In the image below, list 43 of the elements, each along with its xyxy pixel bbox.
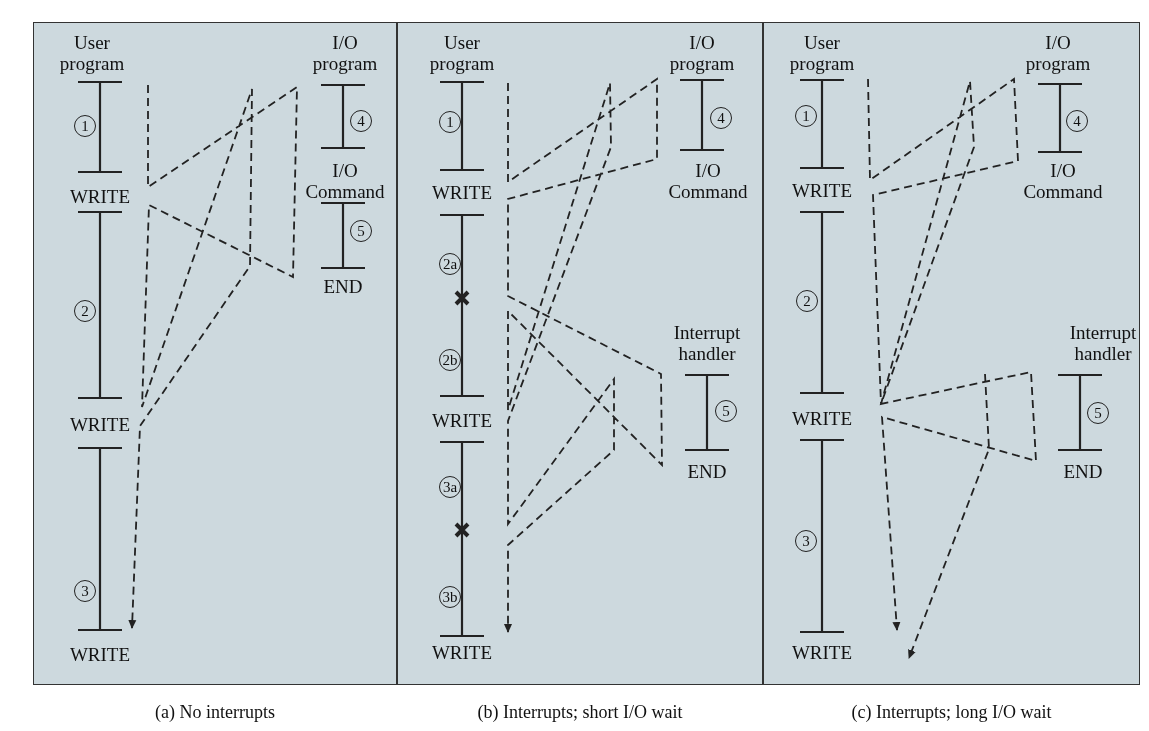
timeline-label: WRITE xyxy=(431,642,493,663)
timeline-label: WRITE xyxy=(791,642,853,663)
step-number-circle: 5 xyxy=(715,400,737,422)
step-number-circle: 3 xyxy=(74,580,96,602)
timeline-label: WRITE xyxy=(431,182,493,203)
step-number-circle: 1 xyxy=(74,115,96,137)
step-number-circle: 2 xyxy=(796,290,818,312)
timeline-label: User program xyxy=(58,32,126,74)
timeline-label: WRITE xyxy=(791,408,853,429)
step-number-circle: 4 xyxy=(710,107,732,129)
step-number-circle: 4 xyxy=(350,110,372,132)
step-number-circle: 5 xyxy=(1087,402,1109,424)
timeline-label: WRITE xyxy=(69,186,131,207)
timeline-label: I/O Command xyxy=(1022,160,1104,202)
timeline-label: I/O Command xyxy=(304,160,386,202)
step-number-circle: 1 xyxy=(795,105,817,127)
step-number-circle: 2b xyxy=(439,349,461,371)
panel-caption: (c) Interrupts; long I/O wait xyxy=(850,702,1053,723)
timeline-label: User program xyxy=(428,32,496,74)
step-number-circle: 3b xyxy=(439,586,461,608)
timeline-label: I/O program xyxy=(1024,32,1092,74)
timeline-label: I/O Command xyxy=(667,160,749,202)
step-number-circle: 5 xyxy=(350,220,372,242)
timeline-label: WRITE xyxy=(431,410,493,431)
step-number-circle: 4 xyxy=(1066,110,1088,132)
timeline-label: Interrupt handler xyxy=(672,322,742,364)
timeline-label: WRITE xyxy=(69,414,131,435)
timeline-label: I/O program xyxy=(311,32,379,74)
timeline-label: END xyxy=(687,461,727,482)
step-number-circle: 2 xyxy=(74,300,96,322)
timeline-label: I/O program xyxy=(668,32,736,74)
timeline-label: END xyxy=(323,276,363,297)
timeline-label: WRITE xyxy=(69,644,131,665)
panel-caption: (a) No interrupts xyxy=(154,702,276,723)
timeline-label: User program xyxy=(788,32,856,74)
step-number-circle: 3 xyxy=(795,530,817,552)
timeline-label: WRITE xyxy=(791,180,853,201)
timeline-label: Interrupt handler xyxy=(1068,322,1138,364)
panel-caption: (b) Interrupts; short I/O wait xyxy=(476,702,684,723)
timeline-label: END xyxy=(1063,461,1103,482)
step-number-circle: 1 xyxy=(439,111,461,133)
step-number-circle: 2a xyxy=(439,253,461,275)
step-number-circle: 3a xyxy=(439,476,461,498)
